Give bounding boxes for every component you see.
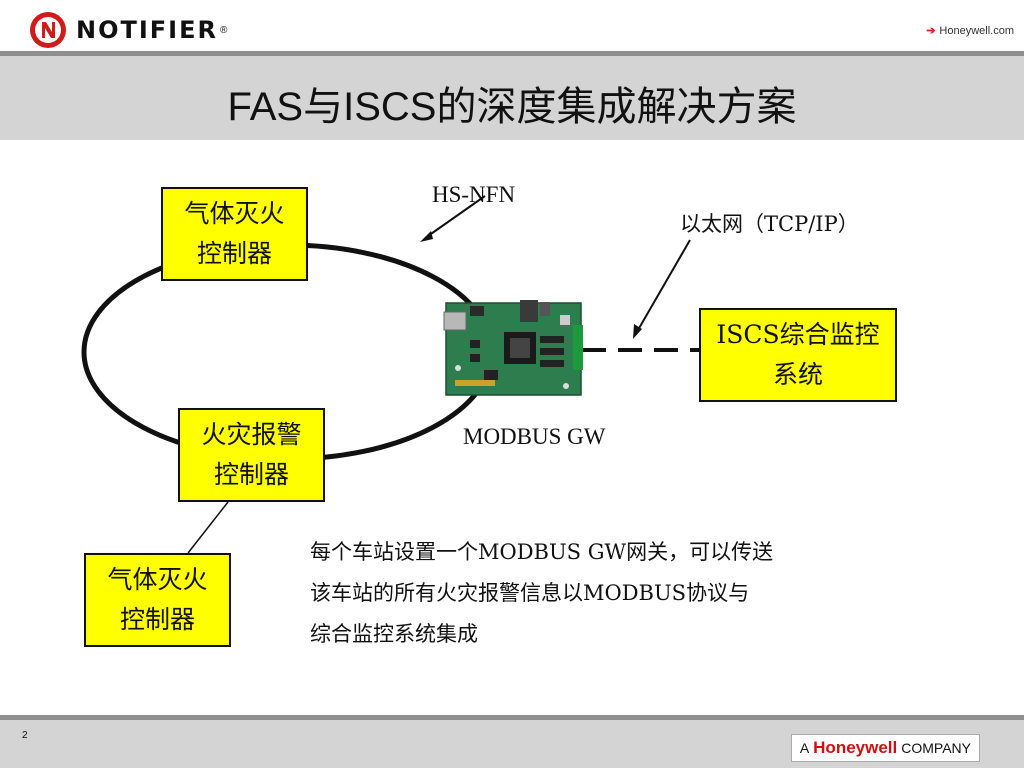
ethernet-arrow-head xyxy=(633,324,642,339)
arrow-right-icon: ➔ xyxy=(926,25,936,37)
modbus-gateway-board xyxy=(443,300,583,396)
footer-divider xyxy=(0,715,1024,720)
ethernet-arrow xyxy=(637,239,691,331)
notifier-logo: NOTIFIER ® xyxy=(28,8,227,52)
brand-prefix: A xyxy=(799,740,810,756)
gas-extinguishing-controller-top: 气体灭火控制器 xyxy=(161,187,308,281)
hsnfn-arrow-head xyxy=(420,231,433,242)
title-band xyxy=(0,56,1024,140)
box-line: 控制器 xyxy=(119,605,195,634)
ethernet-label: 以太网（TCP/IP） xyxy=(680,212,859,236)
box-line: 系统 xyxy=(772,360,823,389)
box-line: 气体灭火 xyxy=(184,199,285,228)
diagram-lines xyxy=(81,195,700,554)
box-line: 火灾报警 xyxy=(201,420,302,449)
notifier-logo-icon xyxy=(30,12,66,48)
gas-extinguishing-controller-bottom: 气体灭火控制器 xyxy=(84,553,231,647)
registered-mark: ® xyxy=(220,24,228,36)
gas-connector xyxy=(187,501,229,554)
box-line: ISCS综合监控 xyxy=(716,320,880,349)
hsnfn-label: HS-NFN xyxy=(432,182,516,207)
brand-suffix: COMPANY xyxy=(901,740,971,756)
box-line: 气体灭火 xyxy=(107,565,208,594)
honeywell-link-label: Honeywell.com xyxy=(939,25,1014,37)
box-line: 控制器 xyxy=(213,460,289,489)
description-text: 每个车站设置一个MODBUS GW网关，可以传送 该车站的所有火灾报警信息以MO… xyxy=(310,532,930,655)
description-line: 综合监控系统集成 xyxy=(310,622,478,646)
fire-alarm-controller: 火灾报警控制器 xyxy=(178,408,325,502)
honeywell-link[interactable]: ➔Honeywell.com xyxy=(926,24,1014,37)
description-line: 该车站的所有火灾报警信息以MODBUS协议与 xyxy=(310,581,750,605)
integration-diagram: 气体灭火控制器 火灾报警控制器 气体灭火控制器 ISCS综合监控系统 HS-NF… xyxy=(0,140,1024,715)
description-line: 每个车站设置一个MODBUS GW网关，可以传送 xyxy=(310,540,774,564)
honeywell-company-badge: A Honeywell COMPANY xyxy=(790,734,980,762)
logo-text: NOTIFIER xyxy=(76,16,218,44)
hsnfn-arrow xyxy=(427,195,486,237)
modbus-gw-label: MODBUS GW xyxy=(463,424,606,449)
header-divider xyxy=(0,51,1024,56)
page-number: 2 xyxy=(22,730,28,741)
box-line: 控制器 xyxy=(196,239,272,268)
brand-name: Honeywell xyxy=(813,738,898,757)
slide-title: FAS与ISCS的深度集成解决方案 xyxy=(227,85,797,129)
iscs-monitoring-system: ISCS综合监控系统 xyxy=(699,308,897,402)
